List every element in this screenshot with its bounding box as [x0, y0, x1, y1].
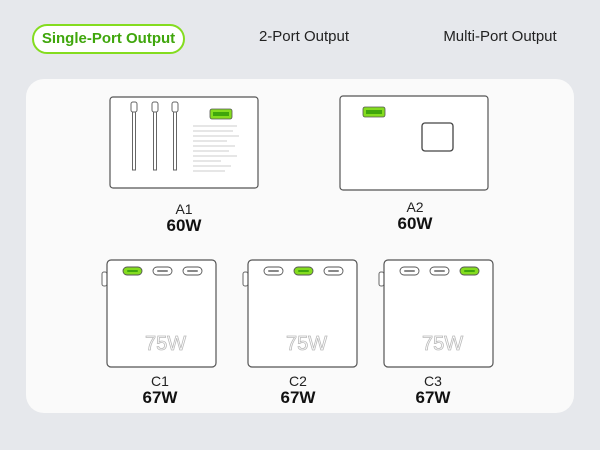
usb-c-port-tongue — [127, 270, 138, 272]
usb-c-port-tongue — [268, 270, 279, 272]
usb-c-port-tongue — [328, 270, 339, 272]
tab-single-port-output[interactable]: Single-Port Output — [32, 24, 185, 54]
output-mode-tabs: Single-Port Output 2-Port Output Multi-P… — [0, 24, 600, 56]
device-caption-a1: A1 60W — [134, 202, 234, 234]
device-caption-c1: C1 67W — [110, 374, 210, 406]
device-caption-c3: C3 67W — [383, 374, 483, 406]
power-rating-mark: 75W — [145, 333, 186, 355]
device-caption-a2: A2 60W — [365, 200, 465, 232]
power-rating-mark: 75W — [286, 333, 327, 355]
device-caption-c2: C2 67W — [248, 374, 348, 406]
tab-multi-port-output[interactable]: Multi-Port Output — [443, 28, 557, 45]
device-model-label: A2 — [406, 199, 424, 215]
product-panel: A1 60W A2 60W 75W C1 67W 75W C2 67W 7 — [26, 79, 574, 413]
usb-c-port-tongue — [298, 270, 309, 272]
usb-c-port-tongue — [404, 270, 415, 272]
usb-c-port-tongue — [434, 270, 445, 272]
power-rating-mark: 75W — [422, 333, 463, 355]
tab-2-port-output[interactable]: 2-Port Output — [258, 28, 350, 45]
device-output-label: 60W — [166, 216, 202, 235]
charger-a2-illustration — [339, 95, 489, 191]
charger-a1-illustration — [109, 96, 259, 189]
usb-c-port-tongue — [187, 270, 198, 272]
charger-c1-illustration: 75W — [101, 259, 217, 368]
charger-c2-illustration: 75W — [242, 259, 358, 368]
device-output-label: 67W — [415, 388, 451, 407]
device-model-label: C3 — [424, 373, 442, 389]
device-model-label: C1 — [151, 373, 169, 389]
device-output-label: 60W — [397, 214, 433, 233]
usb-c-port-tongue — [157, 270, 168, 272]
device-output-label: 67W — [280, 388, 316, 407]
device-output-label: 67W — [142, 388, 178, 407]
charger-c3-illustration: 75W — [378, 259, 494, 368]
usb-c-port-tongue — [464, 270, 475, 272]
device-model-label: C2 — [289, 373, 307, 389]
device-model-label: A1 — [175, 201, 193, 217]
